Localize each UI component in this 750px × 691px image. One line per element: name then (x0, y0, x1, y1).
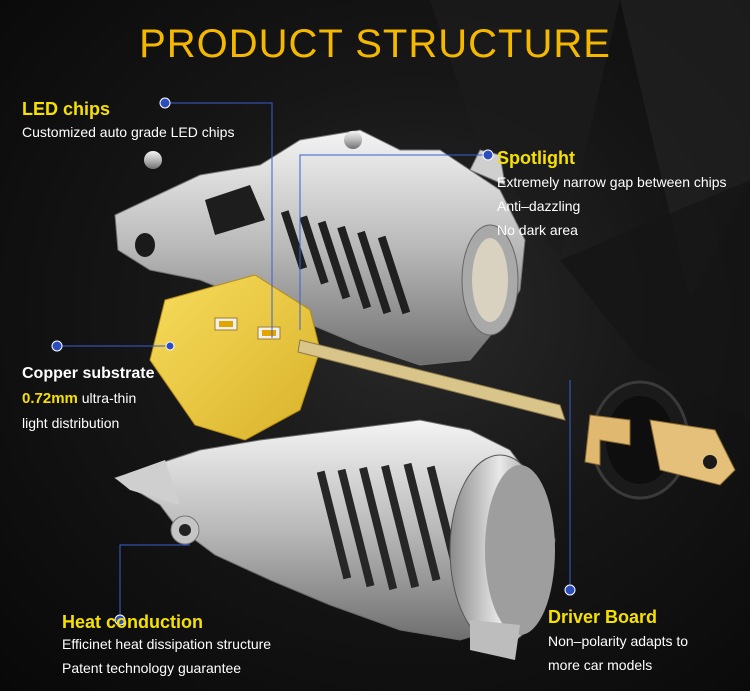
heat-conduction-heading: Heat conduction (62, 612, 204, 632)
copper-substrate-heading: Copper substrate (22, 365, 155, 382)
leader-lines (57, 102, 571, 620)
spotlight-heading: Spotlight (497, 148, 575, 168)
connector-plug (584, 380, 736, 500)
leader-line-heat (119, 544, 190, 620)
background-shape (560, 180, 750, 420)
driver-board-line: Non–polarity adapts to (548, 633, 689, 649)
background-shape (430, 0, 620, 260)
spotlight-line: No dark area (497, 222, 578, 238)
heat-conduction-description: Efficinet heat dissipation structure Pat… (62, 632, 271, 680)
heat-conduction-line: Efficinet heat dissipation structure (62, 636, 272, 652)
driver-board-line: more car models (548, 657, 653, 673)
marker-dot (564, 584, 576, 596)
screw (144, 151, 162, 169)
upper-housing (114, 129, 526, 366)
marker-dot (165, 341, 175, 351)
spotlight-line: Anti–dazzling (497, 198, 581, 214)
spotlight-line: Extremely narrow gap between chips (497, 174, 727, 190)
led-chips-description: Customized auto grade LED chips (22, 120, 234, 144)
copper-substrate-line: light distribution (22, 415, 120, 431)
marker-dot (51, 340, 63, 352)
copper-substrate (149, 274, 321, 441)
copper-thickness-value: 0.72mm (22, 390, 78, 407)
lower-housing (113, 419, 556, 660)
heat-conduction-line: Patent technology guarantee (62, 660, 242, 676)
leader-line-spotlight (299, 154, 488, 330)
copper-line-rest: ultra-thin (77, 390, 137, 406)
screw (344, 131, 362, 149)
marker-dot (114, 614, 126, 626)
marker-dot (159, 97, 171, 109)
driver-board (297, 339, 566, 421)
marker-dot (482, 149, 494, 161)
spotlight-description: Extremely narrow gap between chips Anti–… (497, 170, 727, 242)
driver-board-heading: Driver Board (548, 607, 658, 627)
copper-substrate-line: 0.72mm ultra-thin (22, 386, 154, 411)
led-chips-line: Customized auto grade LED chips (22, 124, 235, 140)
driver-board-description: Non–polarity adapts to more car models (548, 629, 688, 677)
leader-line-led-chips (165, 102, 273, 338)
led-chips-heading: LED chips (22, 99, 111, 119)
page-title: PRODUCT STRUCTURE (139, 22, 611, 66)
copper-substrate-block: Copper substrate 0.72mm ultra-thin light… (22, 362, 154, 435)
